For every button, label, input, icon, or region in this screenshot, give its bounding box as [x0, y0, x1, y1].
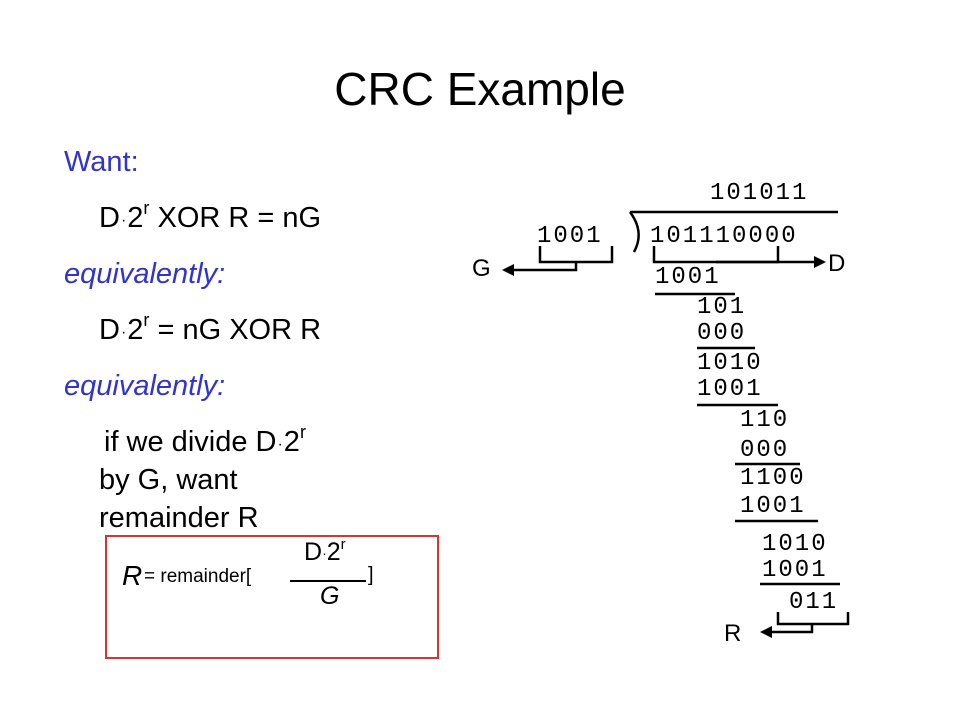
r-arrow-head — [760, 626, 772, 638]
eq2-d: D — [99, 314, 120, 346]
equivalently-2: equivalently: — [64, 370, 226, 402]
numerator-two: 2 — [326, 538, 341, 566]
formula-denominator: G — [320, 582, 340, 610]
label-d: D — [828, 250, 846, 277]
equivalently-1: equivalently: — [64, 258, 226, 290]
r-arrow-line — [770, 624, 814, 634]
slide-title: CRC Example — [334, 63, 626, 115]
numerator-dot: · — [322, 545, 327, 561]
formula-remainder-text: = remainder[ — [144, 566, 252, 587]
divide-exp: r — [299, 422, 306, 443]
step-4: 1010 — [697, 350, 763, 377]
remainder-line: remainder R — [99, 502, 259, 534]
step-1: 1001 — [655, 264, 721, 291]
quotient: 101011 — [710, 180, 809, 207]
eq2-dot: · — [120, 324, 127, 341]
step-11: 1001 — [762, 557, 828, 584]
numerator-exp: r — [340, 535, 346, 553]
divide-line: if we divide D·2r — [104, 423, 306, 459]
step-6: 110 — [740, 407, 790, 434]
label-r: R — [724, 620, 742, 647]
formula-close-bracket: ] — [368, 564, 374, 586]
formula-box — [105, 535, 439, 659]
eq1-d: D — [99, 202, 120, 234]
divisor-brace — [538, 246, 614, 264]
step-9: 1001 — [740, 493, 806, 520]
step-2: 101 — [697, 294, 747, 321]
g-arrow-line — [512, 262, 578, 272]
step-3: 000 — [697, 320, 747, 347]
want-label: Want: — [64, 146, 139, 178]
equation-2: D·2r = nG XOR R — [99, 311, 322, 347]
formula-r: R — [122, 560, 143, 591]
numerator-d: D — [304, 538, 323, 566]
by-g-line: by G, want — [99, 464, 238, 496]
step-10: 1010 — [762, 531, 828, 558]
division-bracket — [628, 211, 640, 253]
formula-numerator: D·2r — [304, 535, 346, 567]
eq1-rest: XOR R = nG — [149, 202, 322, 234]
eq2-exp: r — [143, 310, 150, 331]
eq2-rest: = nG XOR R — [149, 314, 322, 346]
step-7: 000 — [740, 437, 790, 464]
eq1-dot: · — [120, 212, 127, 229]
step-12: 011 — [789, 589, 839, 616]
d-arrow-head — [814, 256, 826, 268]
divisor: 1001 — [537, 223, 603, 250]
label-g: G — [472, 255, 491, 282]
dividend-brace — [652, 246, 780, 264]
eq1-two: 2 — [127, 202, 144, 234]
remainder-brace — [776, 612, 850, 626]
eq2-two: 2 — [127, 314, 144, 346]
step-8: 1100 — [740, 465, 806, 492]
divide-dot: · — [277, 436, 283, 453]
step-5: 1001 — [697, 376, 763, 403]
fraction-bar — [290, 580, 366, 582]
equation-1: D·2r XOR R = nG — [99, 199, 322, 235]
eq1-exp: r — [143, 198, 150, 219]
divide-d: D — [255, 426, 277, 458]
divide-two: 2 — [283, 426, 300, 458]
g-arrow-head — [502, 264, 514, 276]
divide-pre: if we divide — [104, 426, 256, 458]
dividend: 101110000 — [650, 223, 798, 250]
